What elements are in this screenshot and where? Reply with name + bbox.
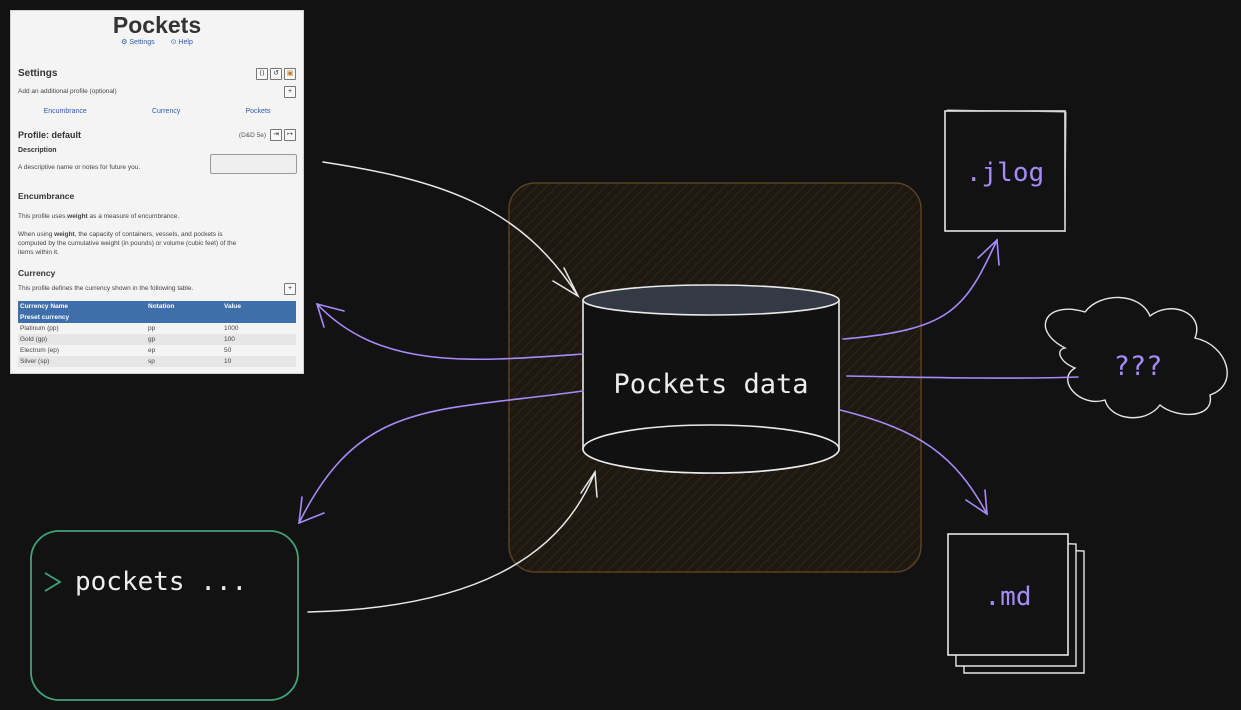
description-label: Description	[18, 147, 57, 154]
pockets-app-screenshot: Pockets ⚙ Settings ⊙ Help Settings ⟨⟩ ↺ …	[10, 10, 304, 374]
add-currency-group: +	[284, 283, 296, 295]
description-help: A descriptive name or notes for future y…	[18, 164, 141, 171]
table-row[interactable]: Gold (gp) gp 100	[18, 334, 296, 345]
currency-help: This profile defines the currency shown …	[18, 285, 194, 292]
white-arrows	[307, 161, 598, 613]
column-header: Value	[222, 301, 276, 312]
column-header: Notation	[146, 301, 222, 312]
currency-table: Currency Name Notation Value Preset curr…	[18, 301, 296, 367]
arrowhead-icon	[315, 302, 345, 328]
profile-toolbar: (D&D 5e) ⇥ ↦	[239, 129, 296, 141]
data-to-md-arrow	[839, 409, 988, 515]
description-input[interactable]	[210, 154, 297, 174]
cli-to-data-arrow	[307, 471, 596, 613]
code-icon[interactable]: ⟨⟩	[256, 68, 268, 80]
column-header: Currency Name	[18, 301, 146, 312]
md-files-stack: .md	[947, 533, 1085, 674]
encumbrance-line-1: This profile uses weight as a measure of…	[18, 213, 180, 220]
cli-command: pockets ...	[75, 567, 247, 597]
jlog-file: .jlog	[944, 109, 1067, 233]
app-to-data-arrow	[322, 161, 579, 297]
table-row[interactable]: Platinum (pp) pp 1000	[20, 325, 239, 332]
encumbrance-line-4: items within it.	[18, 249, 59, 256]
settings-toolbar: ⟨⟩ ↺ ▣	[256, 68, 296, 80]
add-profile-group: +	[284, 86, 296, 98]
import-icon[interactable]: ⇥	[270, 129, 282, 141]
tab-pockets[interactable]: Pockets	[245, 108, 271, 115]
data-to-cloud-arrow	[846, 375, 1079, 379]
preset-currency-row: Preset currency	[18, 312, 296, 323]
app-title: Pockets	[112, 12, 202, 38]
encumbrance-heading: Encumbrance	[18, 191, 75, 201]
purple-arrows	[298, 238, 1079, 525]
save-icon[interactable]: ▣	[284, 68, 296, 80]
settings-link[interactable]: ⚙ Settings	[121, 39, 155, 46]
encumbrance-line-2: When using weight, the capacity of conta…	[18, 231, 223, 238]
data-to-app-arrow	[316, 303, 584, 361]
arrowhead-icon	[580, 469, 598, 498]
reset-icon[interactable]: ↺	[270, 68, 282, 80]
add-profile-button[interactable]: +	[284, 86, 296, 98]
currency-heading: Currency	[18, 268, 56, 278]
database-cylinder: Pockets data	[582, 284, 840, 474]
export-icon[interactable]: ↦	[284, 129, 296, 141]
profile-system: (D&D 5e)	[238, 131, 266, 139]
profile-heading: Profile: default	[18, 130, 82, 140]
md-label: .md	[985, 582, 1032, 612]
add-profile-text: Add an additional profile (optional)	[18, 88, 117, 95]
table-row[interactable]: Electrum (ep) ep 50	[20, 347, 232, 354]
arrowhead-icon	[552, 267, 580, 298]
cloud-label: ???	[1114, 351, 1163, 382]
cli-terminal: pockets ...	[30, 530, 299, 701]
table-row[interactable]: Silver (sp) sp 10	[18, 356, 296, 367]
jlog-label: .jlog	[966, 158, 1044, 188]
settings-tabs: Encumbrance Currency Pockets	[11, 108, 303, 115]
tab-encumbrance[interactable]: Encumbrance	[43, 108, 87, 115]
top-links: ⚙ Settings ⊙ Help	[11, 38, 303, 46]
arrowhead-icon	[977, 238, 1000, 266]
prompt-icon	[44, 572, 62, 592]
add-currency-button[interactable]: +	[284, 283, 296, 295]
data-to-jlog-arrow	[842, 239, 998, 340]
arrowhead-icon	[965, 489, 988, 516]
settings-heading: Settings	[18, 68, 58, 79]
arrowhead-icon	[298, 496, 325, 525]
column-header	[276, 301, 296, 312]
tab-currency[interactable]: Currency	[151, 108, 181, 115]
help-link[interactable]: ⊙ Help	[170, 39, 193, 46]
database-label: Pockets data	[613, 369, 808, 400]
data-to-cli-arrow	[298, 390, 584, 524]
encumbrance-line-3: computed by the cumulative weight (in po…	[18, 240, 237, 247]
unknown-target-cloud: ???	[1044, 296, 1228, 419]
